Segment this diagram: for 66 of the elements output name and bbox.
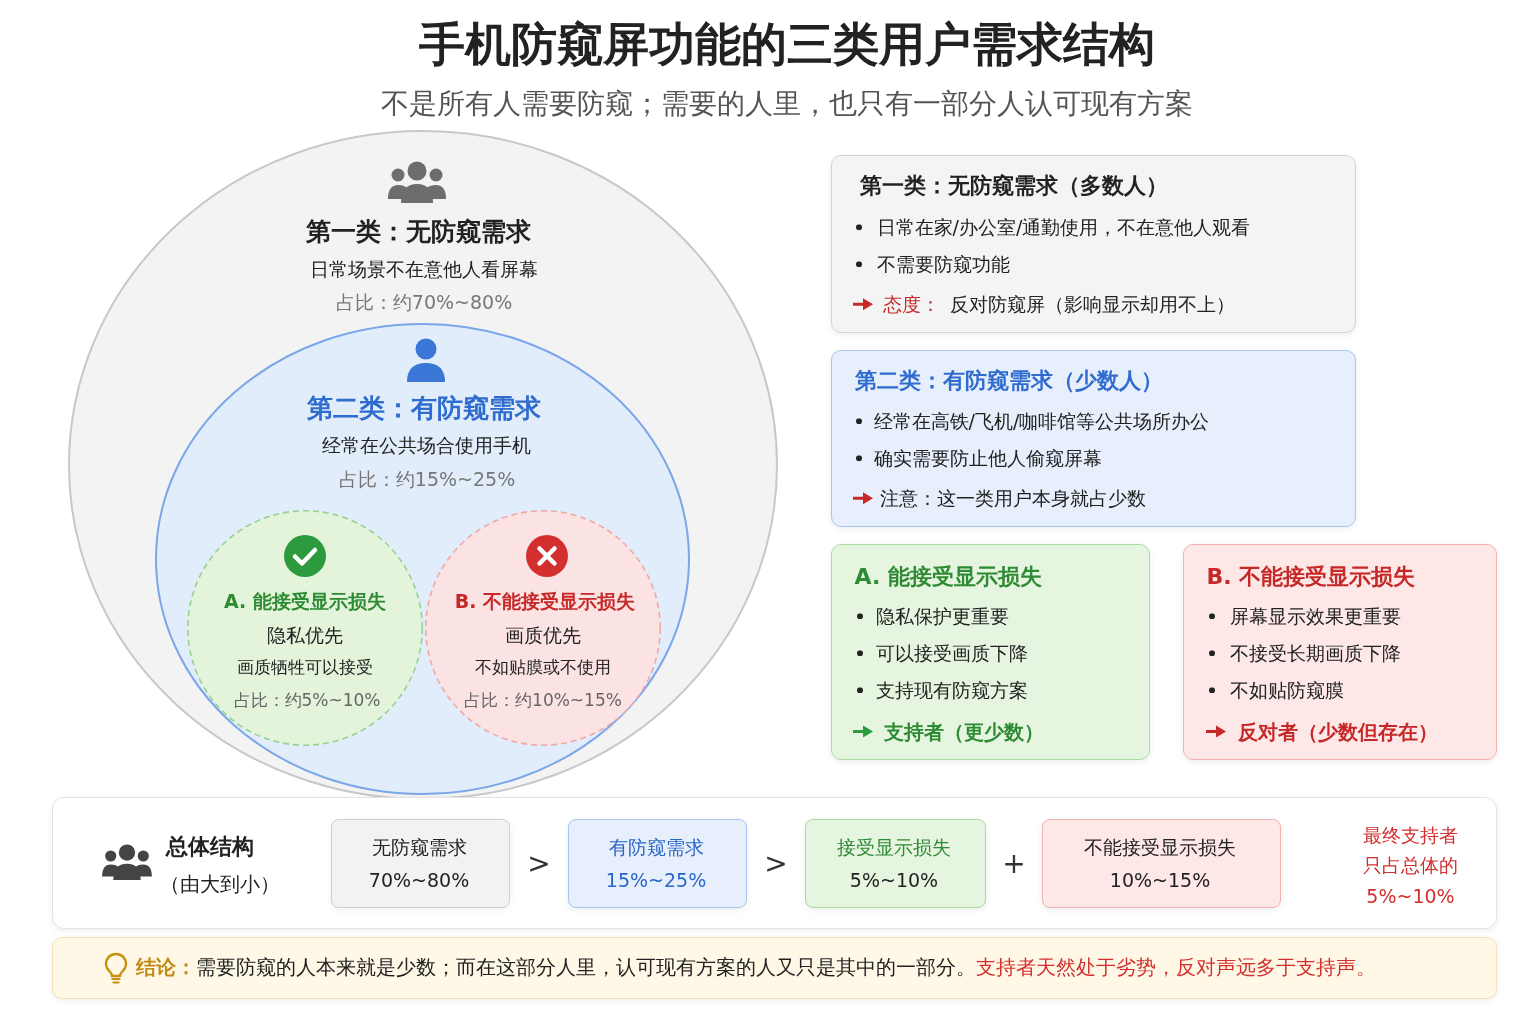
info-card <box>831 544 1150 760</box>
subgroup-description: 画质牺牲可以接受 <box>237 657 373 679</box>
group-description: 经常在公共场合使用手机 <box>321 434 531 458</box>
plus-sign: + <box>1002 847 1026 881</box>
attitude-label: 态度： <box>882 292 940 317</box>
share-text: 占比：约15%~25% <box>338 468 516 492</box>
segment-name: 有防窥需求 <box>608 836 704 860</box>
segment-box <box>1041 818 1281 908</box>
share-text: 占比：约5%~10% <box>233 690 381 712</box>
bullet-text: 支持现有防窥方案 <box>875 678 1028 703</box>
bullet-text: 不需要防窥功能 <box>876 252 1010 277</box>
conclusion-label: 支持者（更少数） <box>883 719 1044 744</box>
outer-group-circle <box>68 130 778 800</box>
card-heading: 第二类：有防窥需求（少数人） <box>854 366 1163 395</box>
panel-heading: 总体结构 <box>165 832 254 861</box>
bullet-text: 日常在家/办公室/通勤使用，不在意他人观看 <box>876 215 1251 240</box>
subgroup-circle <box>425 510 661 746</box>
bullet-text: 确实需要防止他人偷窥屏幕 <box>873 446 1102 471</box>
share-text: 占比：约10%~15% <box>464 690 622 712</box>
conclusion-bar <box>52 937 1497 999</box>
title: 手机防窥屏功能的三类用户需求结构 <box>419 17 1155 73</box>
inner-group-ellipse <box>155 323 690 795</box>
subgroup-priority: 隐私优先 <box>267 624 343 648</box>
segment-box <box>804 818 986 908</box>
segment-box <box>330 818 510 908</box>
segment-name: 接受显示损失 <box>837 836 951 860</box>
comparison-sign: > <box>764 847 788 881</box>
conclusion-highlight: 支持者天然处于劣势，反对声远多于支持声。 <box>975 955 1376 980</box>
group-heading: 第一类：无防窥需求 <box>305 216 531 248</box>
group-description: 日常场景不在意他人看屏幕 <box>310 258 538 282</box>
bullet-text: 隐私保护更重要 <box>875 604 1009 629</box>
share-text: 占比：约70%~80% <box>335 291 513 315</box>
group-heading: 第二类：有防窥需求 <box>307 391 541 425</box>
segment-box <box>567 818 747 908</box>
segment-share: 15%~25% <box>605 869 707 893</box>
subgroup-heading: B. 不能接受显示损失 <box>454 590 636 614</box>
summary-panel <box>52 797 1497 929</box>
attitude-text: 反对防窥屏（影响显示却用不上） <box>949 292 1235 317</box>
subgroup-description: 不如贴膜或不使用 <box>475 657 611 679</box>
bullet-text: 不如贴防窥膜 <box>1229 678 1344 703</box>
bullet-text: 经常在高铁/飞机/咖啡馆等公共场所办公 <box>873 409 1210 434</box>
panel-subheading: （由大到小） <box>159 871 280 896</box>
segment-name: 无防窥需求 <box>371 836 467 860</box>
bullet-text: 屏幕显示效果更重要 <box>1229 604 1401 629</box>
subtitle: 不是所有人需要防窥；需要的人里，也只有一部分人认可现有方案 <box>381 87 1193 121</box>
subgroup-circle <box>187 510 423 746</box>
segment-share: 5%~10% <box>849 869 939 893</box>
card-heading: A. 能接受显示损失 <box>854 562 1042 591</box>
segment-name: 不能接受显示损失 <box>1084 836 1236 860</box>
note-text: 注意：这一类用户本身就占少数 <box>879 486 1146 511</box>
conclusion-label: 结论： <box>135 955 196 980</box>
segment-share: 70%~80% <box>368 869 470 893</box>
bullet-text: 不接受长期画质下降 <box>1229 641 1401 666</box>
comparison-sign: > <box>527 847 551 881</box>
subgroup-priority: 画质优先 <box>505 624 581 648</box>
card-heading: B. 不能接受显示损失 <box>1206 562 1416 591</box>
info-card <box>1183 544 1497 760</box>
conclusion-label: 反对者（少数但存在） <box>1237 719 1438 744</box>
bullet-text: 可以接受画质下降 <box>875 641 1028 666</box>
conclusion-text: 需要防窥的人本来就是少数；而在这部分人里，认可现有方案的人又只是其中的一部分。 <box>195 955 976 980</box>
summary-note: 最终支持者只占总体的5%~10% <box>1362 822 1459 909</box>
subgroup-heading: A. 能接受显示损失 <box>224 590 386 614</box>
info-card <box>831 155 1356 333</box>
card-heading: 第一类：无防窥需求（多数人） <box>859 171 1168 200</box>
segment-share: 10%~15% <box>1109 869 1211 893</box>
info-card <box>831 350 1356 527</box>
